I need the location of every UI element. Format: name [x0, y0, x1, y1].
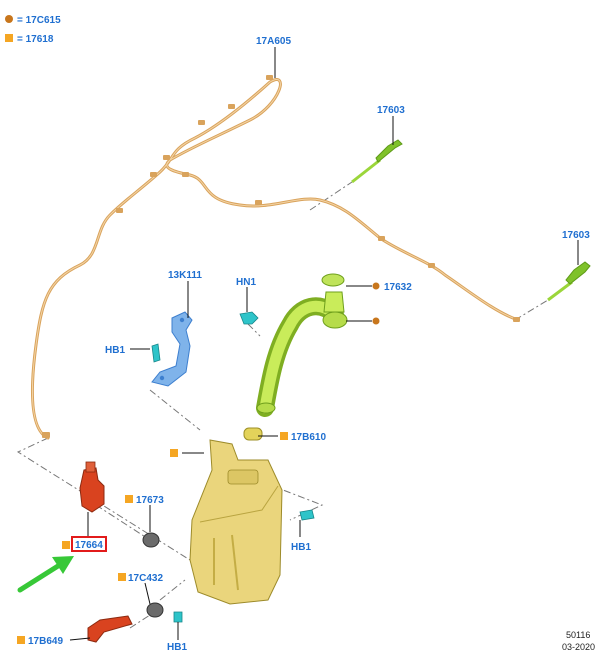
label-hb1-right: HB1 [291, 542, 311, 553]
level-sensor [87, 615, 133, 643]
bracket-13k111 [151, 311, 193, 387]
label-17b610: 17B610 [291, 432, 326, 443]
label-17664: 17664 [75, 540, 103, 551]
grommets [142, 532, 164, 618]
washer-reservoir [189, 439, 283, 605]
fasteners [151, 311, 315, 623]
filler-neck [243, 273, 348, 441]
legend-17c615: = 17C615 [17, 15, 61, 26]
label-17603-top: 17603 [377, 105, 405, 116]
label-17a605: 17A605 [256, 36, 291, 47]
washer-jet-right [547, 261, 591, 302]
washer-hose [30, 75, 520, 440]
label-17b649: 17B649 [28, 636, 63, 647]
circle-marker-icon [5, 15, 13, 23]
pointer-arrow-icon [17, 556, 74, 593]
square-marker-icon [5, 34, 13, 42]
label-hn1: HN1 [236, 277, 256, 288]
reference-date: 03-2020 [562, 642, 595, 652]
part-labels: 17A605 17603 17603 13K111 HN1 17632 HB1 … [28, 36, 590, 653]
legend: = 17C615 = 17618 [5, 15, 61, 45]
square-marker-icon [280, 432, 288, 440]
assembly-lines [16, 181, 549, 629]
label-17673: 17673 [136, 495, 164, 506]
reference-code: 50116 [566, 630, 590, 640]
washer-pump [79, 461, 105, 513]
washer-jet-top [351, 139, 403, 184]
square-marker-icon [17, 636, 25, 644]
highlight-box [71, 536, 107, 552]
label-17603-right: 17603 [562, 230, 590, 241]
label-13k111: 13K111 [168, 270, 202, 281]
label-17c432: 17C432 [128, 573, 163, 584]
label-hb1-bottom: HB1 [167, 642, 187, 653]
square-marker-icon [170, 449, 178, 457]
legend-17618: = 17618 [17, 34, 54, 45]
leader-lines [17, 47, 579, 644]
label-hb1-left: HB1 [105, 345, 125, 356]
square-marker-icon [125, 495, 133, 503]
reference-block: 50116 03-2020 [562, 630, 595, 652]
square-marker-icon [62, 541, 70, 549]
square-marker-icon [118, 573, 126, 581]
label-17632: 17632 [384, 282, 412, 293]
circle-marker-icon [372, 282, 380, 290]
circle-marker-icon [372, 317, 380, 325]
